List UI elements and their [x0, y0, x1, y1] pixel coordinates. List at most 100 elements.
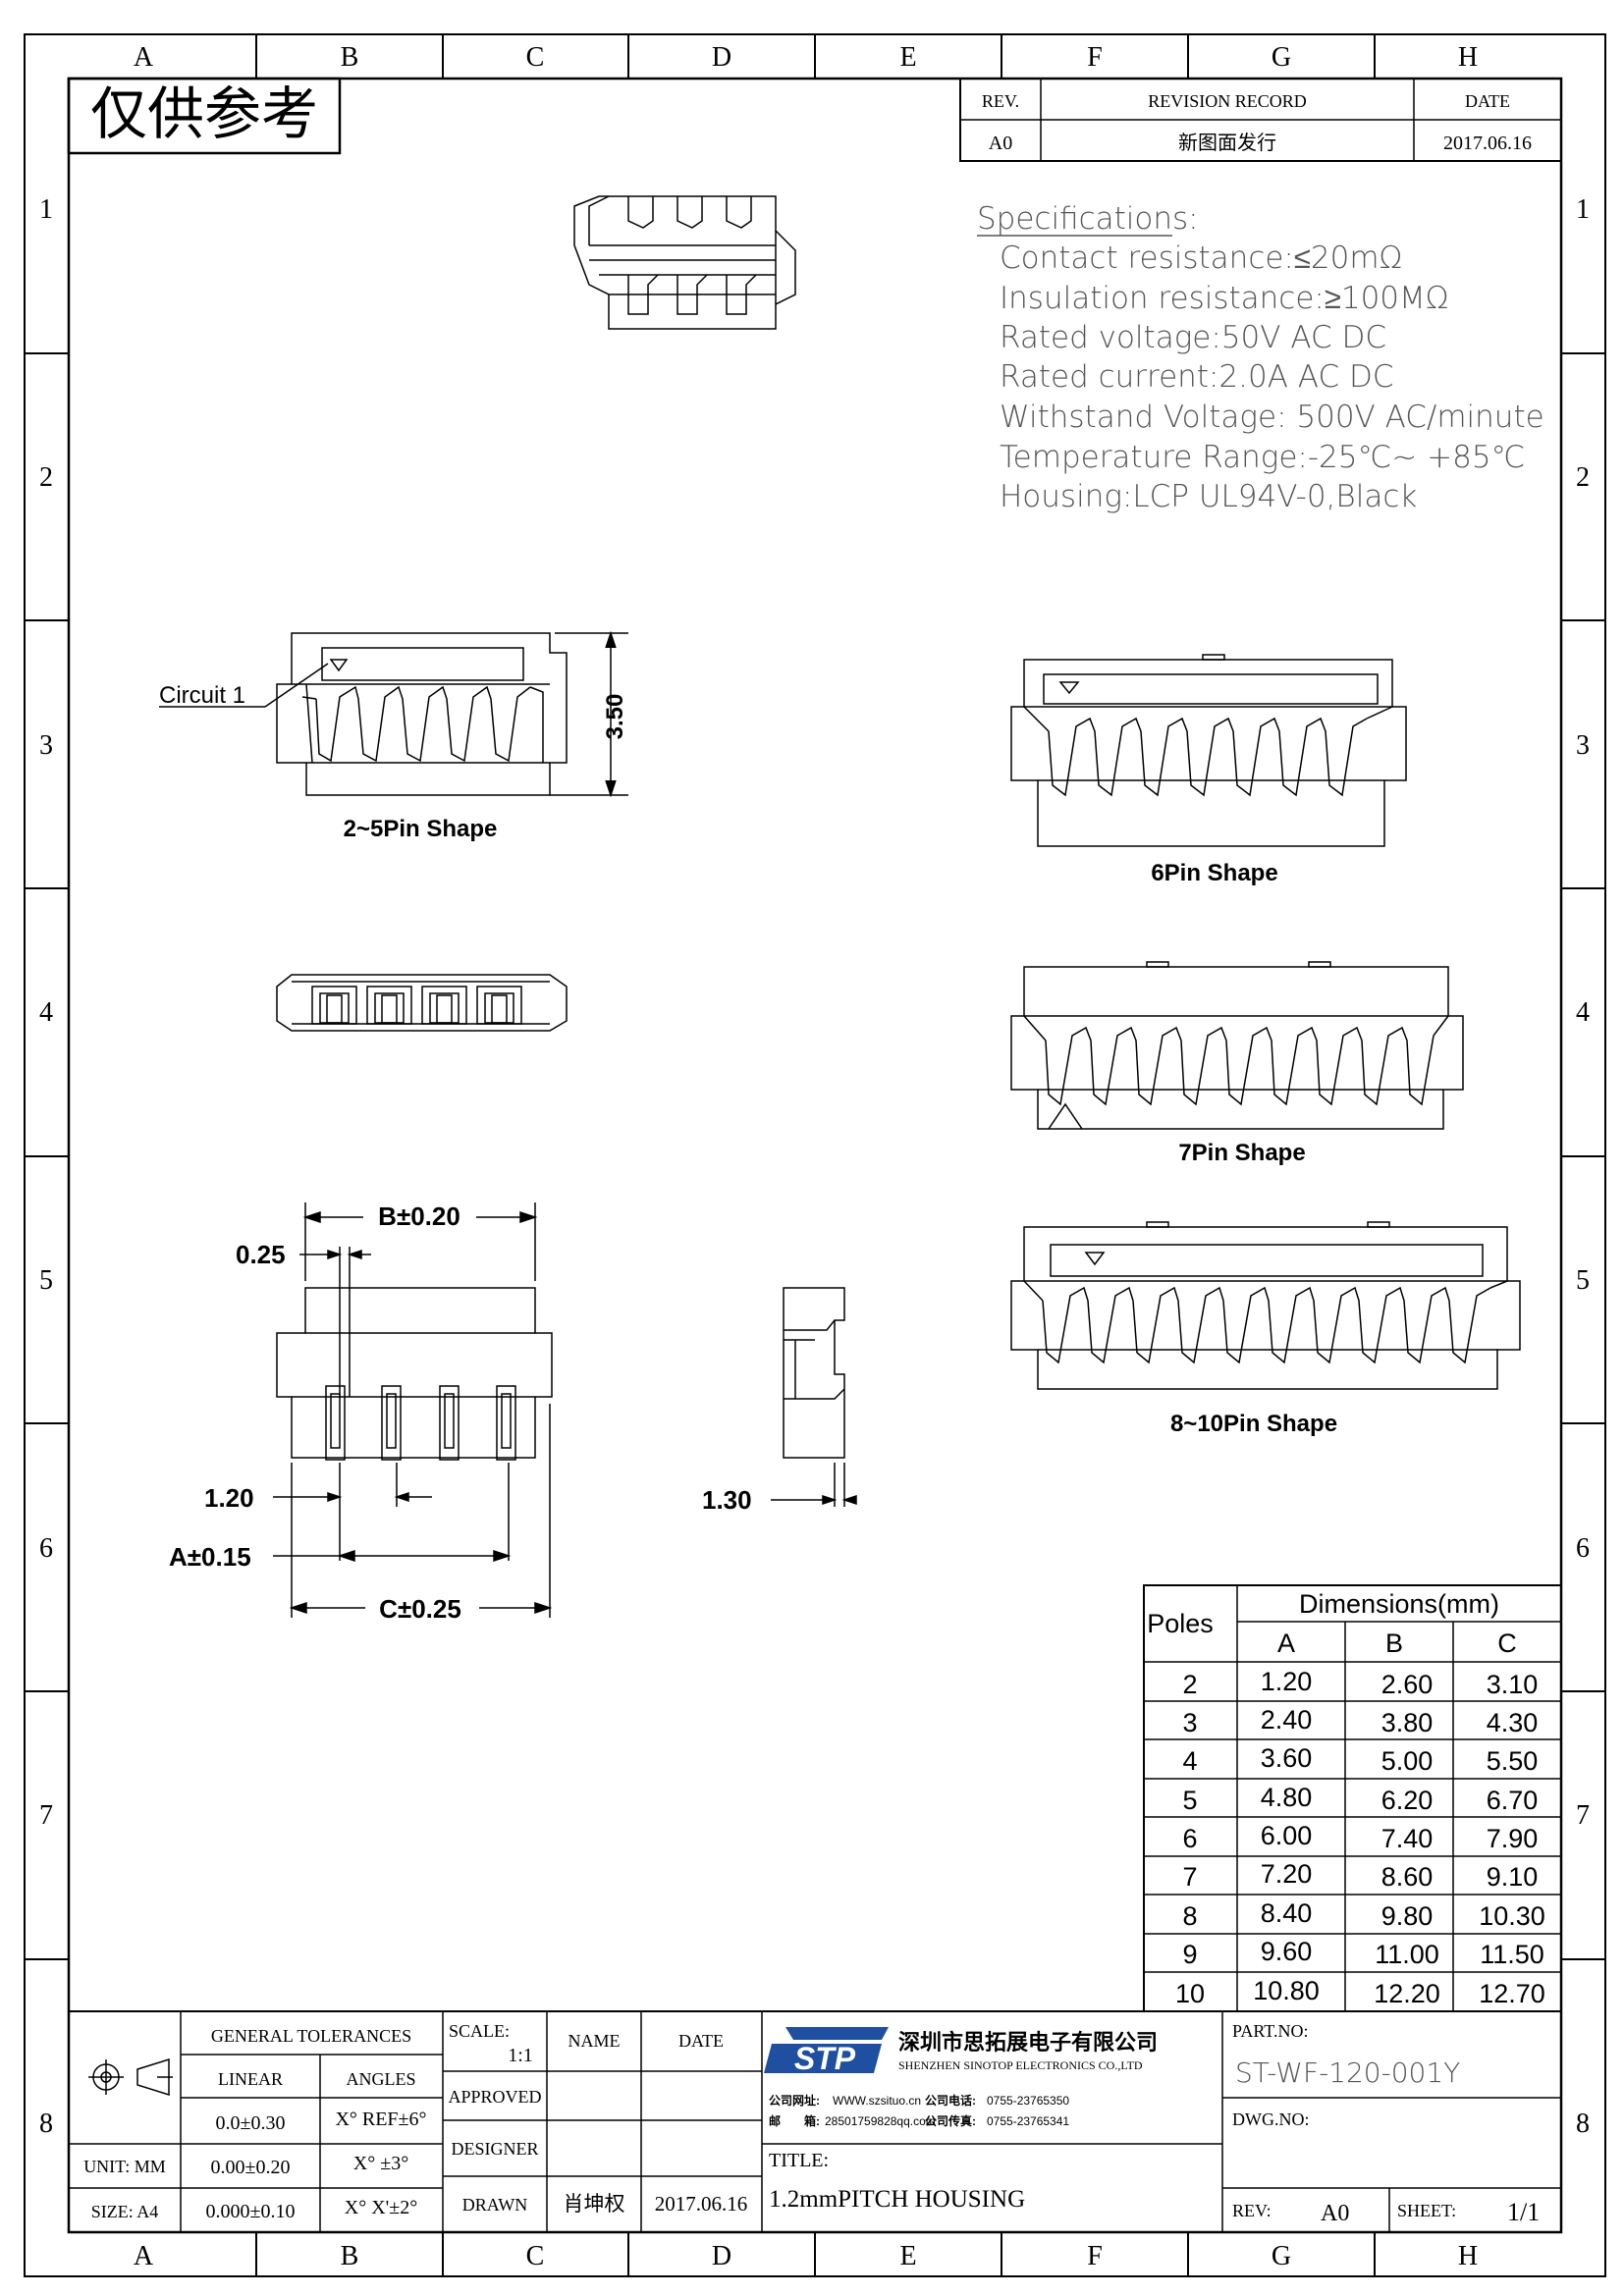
col-label-top: E [899, 42, 916, 73]
table-cell-poles: 2 [1182, 1670, 1197, 1699]
title-block: GENERAL TOLERANCES LINEAR ANGLES 0.0±0.3… [68, 2010, 1562, 2233]
table-cell-a: 7.20 [1261, 1859, 1313, 1889]
unit-label: UNIT: MM [83, 2157, 166, 2176]
row-label-left: 8 [39, 2109, 53, 2139]
table-cell-c: 7.90 [1487, 1824, 1539, 1853]
approved-label: APPROVED [448, 2087, 541, 2107]
row-label-left: 6 [39, 1533, 53, 1564]
pin-7-view: 7Pin Shape [1010, 961, 1464, 1166]
spec-line: Insulation resistance:≥100MΩ [1000, 281, 1448, 316]
table-cell-c: 10.30 [1479, 1901, 1545, 1931]
pin-side-view-dimensioned: B±0.20 0.25 1.20 A±0.15 C±0.25 [169, 1201, 553, 1624]
table-cell-a: 1.20 [1261, 1667, 1313, 1696]
company-name-cn: 深圳市思拓展电子有限公司 [898, 2030, 1158, 2055]
specifications: Specifications: Contact resistance:≤20mΩ… [977, 201, 1544, 514]
row-label-left: 5 [39, 1265, 53, 1296]
row-label-right: 2 [1576, 462, 1590, 493]
narrow-side-view: 1.30 [702, 1287, 857, 1515]
date-header: DATE [678, 2031, 724, 2051]
circuit-1-label: Circuit 1 [159, 682, 245, 709]
table-cell-poles: 8 [1182, 1901, 1197, 1931]
column-b-header: B [1385, 1629, 1403, 1658]
angle-tolerance: X° REF±6° [335, 2109, 426, 2130]
table-cell-a: 4.80 [1261, 1783, 1313, 1812]
spec-line: Withstand Voltage: 500V AC/minute [1000, 400, 1544, 435]
part-no-value: ST-WF-120-001Y [1235, 2056, 1460, 2089]
row-label-left: 4 [39, 997, 53, 1028]
shape-8-10-label: 8~10Pin Shape [1170, 1411, 1337, 1437]
col-label-top: B [341, 42, 359, 73]
table-cell-b: 11.00 [1375, 1940, 1439, 1969]
row-label-left: 7 [39, 1800, 53, 1831]
fax-label: 公司传真: [925, 2113, 976, 2128]
phone-label: 公司电话: [925, 2093, 976, 2108]
table-cell-poles: 4 [1182, 1746, 1197, 1776]
angle-tolerance: X° X'±2° [345, 2197, 417, 2218]
drawn-label: DRAWN [462, 2195, 528, 2215]
shape-7-label: 7Pin Shape [1178, 1140, 1305, 1166]
dwg-no-label: DWG.NO: [1232, 2109, 1310, 2129]
pin-2-5-view: Circuit 1 3.50 2~5Pin Shape [159, 630, 628, 842]
col-label-top: D [712, 42, 731, 73]
row-label-right: 1 [1576, 194, 1590, 225]
scale-value: 1:1 [508, 2045, 533, 2066]
col-label-top: F [1087, 42, 1103, 73]
dimension-1-30: 1.30 [702, 1485, 752, 1515]
table-cell-b: 7.40 [1381, 1824, 1434, 1853]
part-no-label: PART.NO: [1232, 2021, 1308, 2041]
title-value: 1.2mmPITCH HOUSING [769, 2186, 1025, 2213]
revision-record-value: 新图面发行 [1178, 132, 1276, 154]
table-cell-b: 8.60 [1381, 1862, 1434, 1892]
row-label-right: 5 [1576, 1265, 1590, 1296]
dimensions-table: Poles Dimensions(mm) A B C 2 1.20 2.60 3… [1143, 1584, 1562, 2012]
logo-text: STP [794, 2041, 856, 2076]
row-label-right: 4 [1576, 997, 1590, 1028]
table-cell-c: 3.10 [1487, 1670, 1539, 1699]
table-cell-a: 2.40 [1261, 1705, 1313, 1735]
dimension-c: C±0.25 [379, 1594, 461, 1624]
sheet-value: 1/1 [1507, 2198, 1540, 2226]
web-value: WWW.szsituo.cn [833, 2094, 921, 2108]
date-header: DATE [1465, 91, 1510, 111]
table-cell-b: 6.20 [1381, 1786, 1434, 1815]
row-label-right: 6 [1576, 1533, 1590, 1564]
linear-tolerance: 0.00±0.20 [211, 2157, 291, 2178]
col-label-top: C [526, 42, 545, 73]
table-cell-a: 9.60 [1261, 1937, 1313, 1966]
revision-record-header: REVISION RECORD [1148, 91, 1307, 111]
grid-labels: A B C D E F G H A B C D E F G H 1 2 3 4 … [39, 42, 1590, 2271]
company-logo: STP [764, 2027, 889, 2076]
table-cell-a: 3.60 [1261, 1743, 1313, 1773]
reference-only-text: 仅供参考 [90, 82, 318, 146]
table-cell-b: 3.80 [1381, 1708, 1434, 1737]
table-cell-a: 10.80 [1253, 1976, 1320, 2005]
table-cell-a: 8.40 [1261, 1898, 1313, 1928]
table-cell-b: 9.80 [1381, 1901, 1434, 1931]
dimension-b: B±0.20 [378, 1201, 460, 1231]
general-tolerances-label: GENERAL TOLERANCES [211, 2026, 411, 2046]
email-value: 28501759828qq.com [825, 2114, 936, 2128]
table-cell-b: 5.00 [1381, 1746, 1434, 1776]
table-cell-poles: 10 [1175, 1979, 1205, 2008]
spec-line: Rated current:2.0A AC DC [1000, 359, 1393, 395]
rev-label: REV: [1232, 2201, 1272, 2220]
col-label-bottom: B [341, 2241, 359, 2271]
table-cell-b: 12.20 [1374, 1979, 1440, 2008]
spec-line: Temperature Range:-25℃~ +85℃ [1000, 440, 1525, 475]
dimension-a: A±0.15 [169, 1542, 251, 1572]
col-label-bottom: F [1087, 2241, 1103, 2271]
column-a-header: A [1277, 1629, 1295, 1658]
table-cell-a: 6.00 [1261, 1821, 1313, 1850]
scale-label: SCALE: [449, 2021, 510, 2041]
table-cell-c: 12.70 [1479, 1979, 1545, 2008]
row-label-left: 1 [39, 194, 53, 225]
drawn-date: 2017.06.16 [655, 2192, 748, 2216]
spec-line: Housing:LCP UL94V-0,Black [1000, 479, 1417, 514]
col-label-bottom: H [1458, 2241, 1478, 2271]
col-label-bottom: A [134, 2241, 154, 2271]
rev-value: A0 [989, 133, 1012, 154]
table-cell-poles: 5 [1182, 1786, 1197, 1815]
title-label: TITLE: [769, 2150, 829, 2171]
drawn-name: 肖坤权 [564, 2192, 625, 2216]
table-cell-b: 2.60 [1381, 1670, 1434, 1699]
